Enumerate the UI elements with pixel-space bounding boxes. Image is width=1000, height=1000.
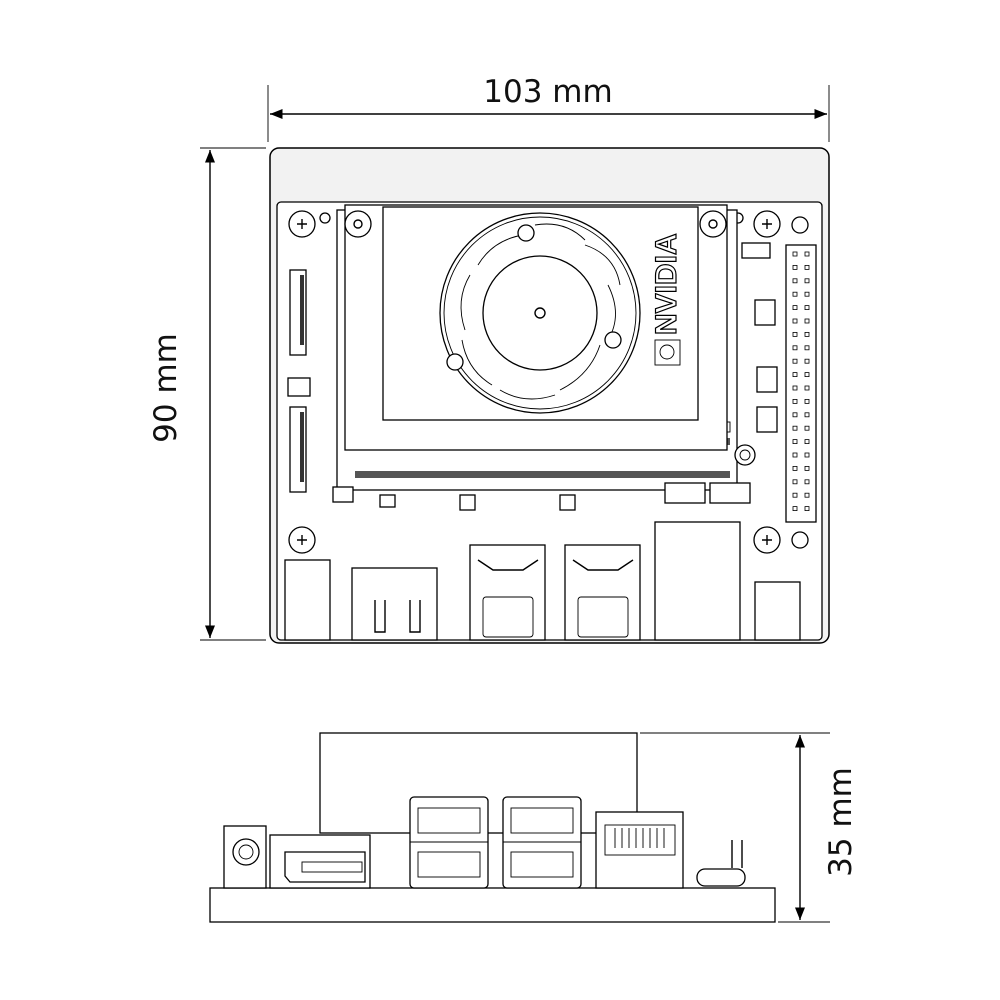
top-ports: [284, 521, 801, 641]
gpio-pin: [804, 358, 810, 364]
gpio-pins: [792, 251, 810, 512]
svg-text:NVIDIA: NVIDIA: [650, 233, 683, 335]
usb-stack-1: [409, 796, 489, 889]
fan-hub: [482, 255, 598, 371]
gpio-pin: [792, 492, 798, 498]
gpio-pin: [804, 492, 810, 498]
gpio-pin: [792, 452, 798, 458]
gpio-pin: [792, 278, 798, 284]
gpio-pin: [792, 331, 798, 337]
usb-a-port-2: [564, 544, 641, 641]
gpio-pin: [804, 278, 810, 284]
gpio-pin: [792, 372, 798, 378]
gpio-pin: [792, 506, 798, 512]
gpio-pin: [804, 264, 810, 270]
fan-connector: [741, 242, 771, 259]
width-label: 103 mm: [483, 74, 612, 110]
gpio-pin: [804, 251, 810, 257]
gpio-pin: [792, 264, 798, 270]
side-view: [209, 732, 776, 923]
components: [287, 299, 778, 511]
gpio-pin: [792, 479, 798, 485]
gpio-header-40pin: [785, 244, 817, 523]
displayport-side: [284, 851, 366, 883]
gpio-pin: [792, 358, 798, 364]
usb-c-port: [754, 581, 801, 641]
usb-c-side: [696, 868, 746, 887]
gpio-pin: [804, 465, 810, 471]
gpio-pin: [804, 479, 810, 485]
top-view: NVIDIA: [269, 147, 830, 644]
gpio-pin: [804, 506, 810, 512]
height-dimension: 90 mm: [148, 147, 266, 641]
height-label: 90 mm: [148, 333, 184, 443]
gpio-pin: [804, 291, 810, 297]
gpio-pin: [792, 412, 798, 418]
gpio-pin: [792, 318, 798, 324]
gpio-pin: [804, 372, 810, 378]
gpio-pin: [804, 398, 810, 404]
gpio-pin: [804, 412, 810, 418]
width-dimension: 103 mm: [267, 74, 830, 142]
carrier-base-side: [209, 887, 776, 923]
gpio-pin: [804, 439, 810, 445]
displayport-connector: [351, 567, 438, 641]
mounting-holes: [288, 210, 809, 554]
gpio-pin: [792, 345, 798, 351]
nvidia-logo: NVIDIA: [649, 233, 684, 366]
ethernet-port: [654, 521, 741, 641]
gpio-pin: [792, 398, 798, 404]
gpio-pin: [804, 318, 810, 324]
gpio-pin: [804, 345, 810, 351]
gpio-pin: [792, 465, 798, 471]
dc-barrel-jack: [284, 559, 331, 641]
gpio-pin: [804, 385, 810, 391]
gpio-pin: [792, 385, 798, 391]
gpio-pin: [804, 305, 810, 311]
gpio-pin: [792, 305, 798, 311]
gpio-pin: [804, 425, 810, 431]
gpio-pin: [792, 425, 798, 431]
gpio-pin: [792, 291, 798, 297]
fan: [439, 212, 641, 414]
depth-label: 35 mm: [823, 767, 859, 877]
ethernet-side: [595, 811, 684, 889]
usb-a-port-1: [469, 544, 546, 641]
gpio-pin: [792, 251, 798, 257]
gpio-pin: [804, 452, 810, 458]
gpio-pin: [804, 331, 810, 337]
usb-stack-2: [502, 796, 582, 889]
depth-dimension: 35 mm: [640, 732, 859, 923]
gpio-pin: [792, 439, 798, 445]
